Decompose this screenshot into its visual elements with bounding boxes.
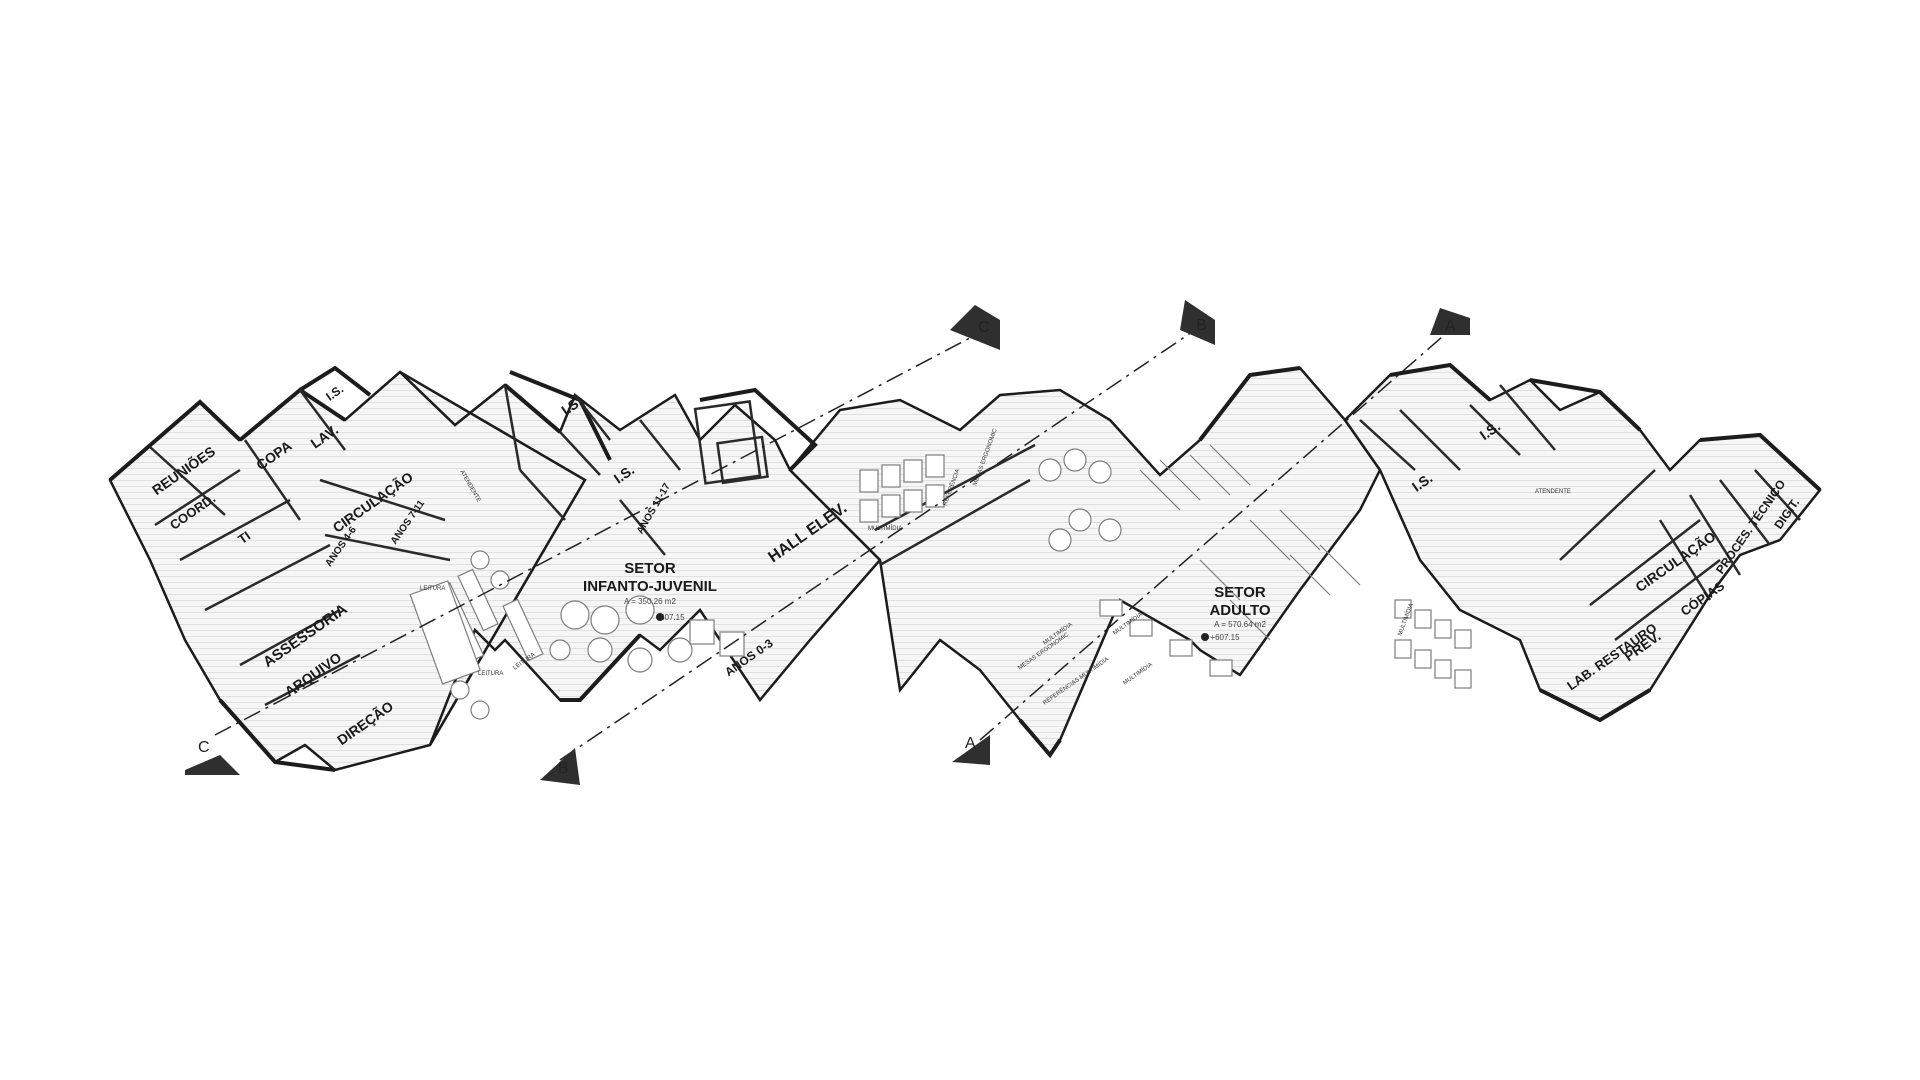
section-marker-c-bottom: C [185, 739, 240, 775]
section-markers: C B A C B A [185, 300, 1470, 785]
setor-adulto-level: +607.15 [1210, 633, 1240, 642]
section-lines [214, 329, 1451, 761]
setor-infanto-name: INFANTO-JUVENIL [583, 578, 717, 595]
setor-infanto-title: SETOR [624, 560, 676, 577]
level-marker-infanto [656, 613, 664, 621]
setor-adulto-title: SETOR [1214, 584, 1266, 601]
room-dividers [149, 384, 1801, 707]
furn-label-multimidia-4: MULTIMÍDIA [1122, 661, 1154, 686]
section-marker-a-bottom-label: A [965, 735, 976, 752]
furn-label-leitura-1: LEITURA [420, 586, 445, 592]
section-marker-a-bottom: A [952, 735, 990, 765]
furn-label-atendente-2: ATENDENTE [1535, 489, 1571, 495]
furn-label-leitura-2: LEITURA [478, 671, 503, 677]
section-marker-c-top: C [950, 305, 1000, 350]
setor-adulto-area: A = 570.64 m2 [1214, 620, 1266, 629]
section-marker-c-bottom-label: C [198, 739, 210, 756]
furn-label-multimidia-1: MULTIMÍDIA [868, 525, 902, 532]
section-marker-a-top-label: A [1445, 318, 1456, 335]
setor-infanto-level: +607.15 [655, 613, 685, 622]
section-marker-b-bottom-label: B [558, 760, 569, 777]
section-marker-b-top: B [1180, 300, 1215, 345]
section-marker-b-bottom: B [540, 748, 580, 785]
section-marker-b-top-label: B [1196, 317, 1207, 334]
setor-adulto-name: ADULTO [1209, 602, 1270, 619]
furniture [409, 444, 1472, 720]
setor-infanto-area: A = 350.26 m2 [624, 597, 676, 606]
section-marker-a-top: A [1430, 308, 1470, 335]
level-markers [656, 613, 1209, 641]
level-marker-adulto [1201, 633, 1209, 641]
floor-slab [108, 363, 1822, 772]
room-label-is-admin: I.S. [323, 382, 346, 404]
section-marker-c-top-label: C [978, 319, 990, 336]
